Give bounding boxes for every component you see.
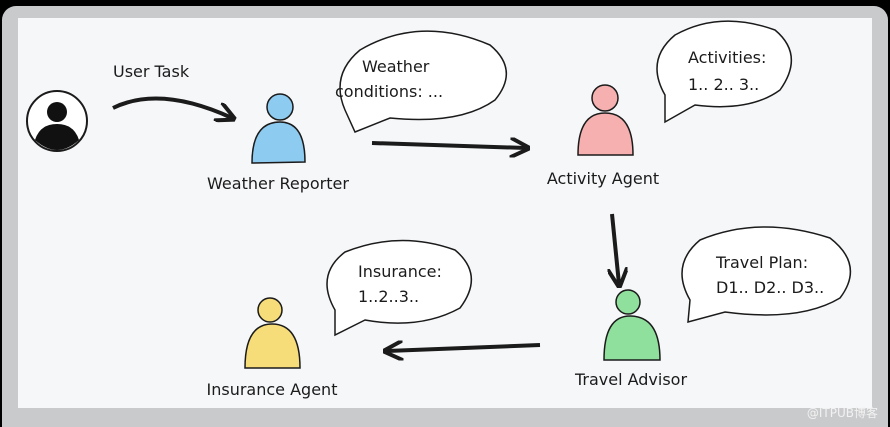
arrow-activity-to-travel [612, 213, 619, 284]
activity-speech-bubble: Activities: 1.. 2.. 3.. [656, 20, 793, 124]
travel-advisor-label: Travel Advisor [574, 370, 688, 389]
weather-reporter-label: Weather Reporter [207, 174, 349, 193]
insurance-agent-icon [244, 297, 301, 369]
activity-bubble-line2: 1.. 2.. 3.. [688, 75, 759, 94]
weather-bubble-line2: conditions: ... [335, 82, 443, 101]
travel-bubble-line1: Travel Plan: [715, 253, 808, 272]
arrow-user-to-weather [112, 96, 232, 118]
travel-speech-bubble: Travel Plan: D1.. D2.. D3.. [681, 226, 852, 324]
travel-advisor-icon [603, 289, 661, 361]
activity-agent-label: Activity Agent [547, 169, 659, 188]
weather-bubble-line1: Weather [362, 57, 430, 76]
user-avatar-icon [26, 90, 88, 152]
insurance-bubble-line1: Insurance: [358, 262, 442, 281]
insurance-bubble-line2: 1..2..3.. [358, 287, 419, 306]
weather-reporter-icon [251, 93, 306, 164]
user-task-label: User Task [113, 62, 190, 81]
weather-speech-bubble: Weather conditions: ... [335, 30, 508, 133]
arrow-weather-to-activity [371, 143, 526, 148]
arrow-travel-to-insurance [387, 345, 541, 351]
insurance-speech-bubble: Insurance: 1..2..3.. [326, 239, 473, 337]
activity-agent-icon [577, 84, 634, 156]
travel-bubble-line2: D1.. D2.. D3.. [716, 278, 824, 297]
insurance-agent-label: Insurance Agent [207, 380, 338, 399]
watermark: @ITPUB博客 [806, 406, 878, 420]
activity-bubble-line1: Activities: [688, 48, 766, 67]
